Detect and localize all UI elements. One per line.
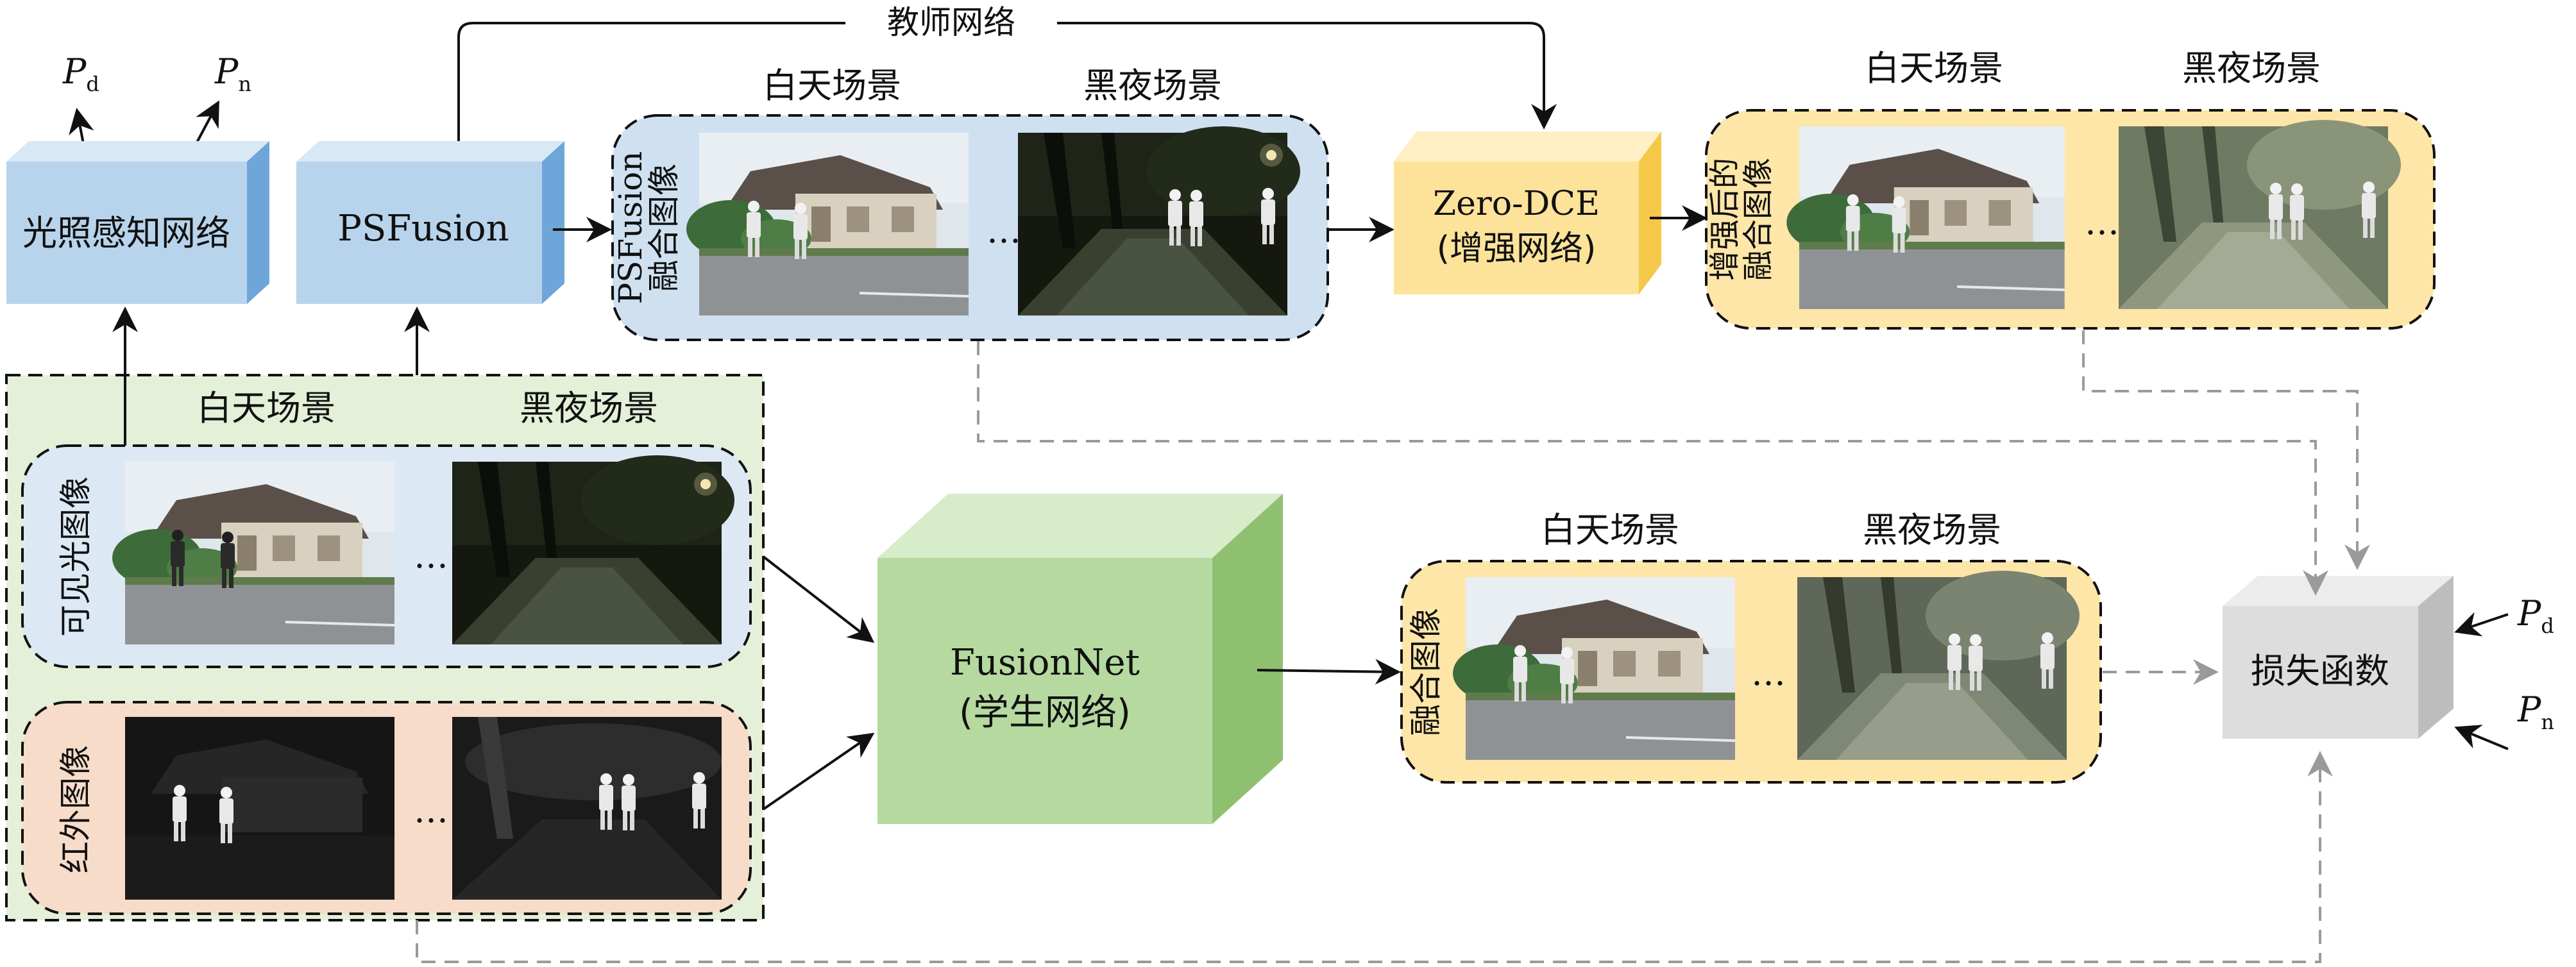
pn-sub: n — [238, 72, 251, 96]
fusionnet-label-2: (学生网络) — [959, 692, 1131, 734]
enhanced-day-label: 白天场景 — [1865, 48, 2003, 88]
dashed-arrows-to-loss — [416, 330, 2370, 963]
illumination-network-label: 光照感知网络 — [22, 213, 230, 253]
student-ellipsis: … — [1751, 653, 1786, 693]
student-fused-label: 融合图像 — [1407, 608, 1445, 736]
visible-images-label: 可见光图像 — [57, 476, 94, 637]
loss-pd-main: P — [2517, 593, 2542, 634]
illumination-network-box: 光照感知网络 — [6, 141, 269, 304]
svg-text:Pn: Pn — [214, 51, 251, 96]
prob-pn-loss: Pn — [2454, 689, 2554, 750]
enhanced-fused-group: 增强后的 融合图像 白天场景 黑夜场景 … — [1705, 48, 2436, 330]
psfusion-fused-group: PSFusion 融合图像 白天场景 黑夜场景 … — [611, 65, 1329, 341]
fusionnet-label-1: FusionNet — [950, 642, 1140, 684]
enhanced-ellipsis: … — [2085, 202, 2119, 242]
enhanced-label-1: 增强后的 — [1707, 158, 1743, 281]
psfusion-night-label: 黑夜场景 — [1083, 65, 1222, 106]
dashed-source-to-loss — [416, 751, 2333, 963]
student-night-image — [1797, 571, 2080, 760]
loss-pn-sub: n — [2541, 710, 2554, 734]
loss-function-label: 损失函数 — [2251, 651, 2389, 691]
infrared-day-image — [125, 717, 394, 900]
fusionnet-box: FusionNet (学生网络) — [877, 494, 1283, 824]
student-fused-group: 融合图像 白天场景 黑夜场景 … — [1400, 510, 2102, 784]
dashed-enhanced-to-loss — [2082, 330, 2370, 570]
loss-pd-sub: d — [2541, 614, 2554, 638]
zero-dce-box: Zero-DCE (增强网络) — [1394, 131, 1661, 294]
enhanced-label-2: 融合图像 — [1740, 158, 1776, 281]
teacher-network-label: 教师网络 — [887, 4, 1015, 41]
visible-night-image — [452, 455, 734, 644]
zero-dce-label-1: Zero-DCE — [1433, 185, 1600, 223]
arrow-visible-to-fusionnet — [762, 555, 875, 643]
infrared-night-image — [452, 717, 722, 900]
student-day-label: 白天场景 — [1541, 510, 1679, 550]
infrared-images-label: 红外图像 — [57, 745, 94, 873]
prob-pd-top: Pd — [62, 51, 99, 161]
visible-ellipsis: … — [414, 535, 448, 576]
pd-sub: d — [86, 72, 99, 96]
zero-dce-label-2: (增强网络) — [1437, 230, 1597, 268]
enhanced-day-image — [1785, 125, 2066, 310]
pn-main: P — [214, 51, 239, 92]
enhanced-night-label: 黑夜场景 — [2182, 48, 2321, 88]
psfusion-ellipsis: … — [987, 210, 1021, 251]
svg-text:Pd: Pd — [2517, 593, 2554, 638]
arrow-infrared-to-fusionnet — [762, 732, 875, 811]
psfusion-fused-label-1: PSFusion — [612, 151, 649, 305]
psfusion-fused-label-2: 融合图像 — [645, 164, 682, 292]
psfusion-day-label: 白天场景 — [763, 65, 901, 106]
teacher-network-arrow: 教师网络 — [457, 4, 1557, 144]
student-day-image — [1452, 576, 1736, 761]
enhanced-night-image — [2119, 120, 2401, 309]
loss-pn-main: P — [2517, 689, 2542, 730]
psfusion-day-image — [685, 131, 970, 317]
svg-text:Pn: Pn — [2517, 689, 2554, 734]
student-night-label: 黑夜场景 — [1863, 510, 2001, 550]
loss-function-box: 损失函数 — [2223, 576, 2453, 739]
psfusion-box: PSFusion — [296, 141, 564, 304]
psfusion-night-image — [1018, 126, 1300, 315]
source-day-label: 白天场景 — [197, 388, 335, 428]
arrow-fusionnet-to-fused — [1257, 659, 1401, 685]
prob-pd-loss: Pd — [2454, 593, 2554, 638]
visible-day-image — [111, 460, 396, 646]
dashed-psfusion-to-loss — [977, 341, 2328, 596]
psfusion-label: PSFusion — [337, 208, 509, 249]
infrared-ellipsis: … — [414, 790, 448, 830]
svg-text:Pd: Pd — [62, 51, 99, 96]
source-night-label: 黑夜场景 — [520, 388, 658, 428]
source-images-group: 白天场景 黑夜场景 可见光图像 … 红外图像 … — [5, 374, 765, 921]
pd-main: P — [62, 51, 87, 92]
